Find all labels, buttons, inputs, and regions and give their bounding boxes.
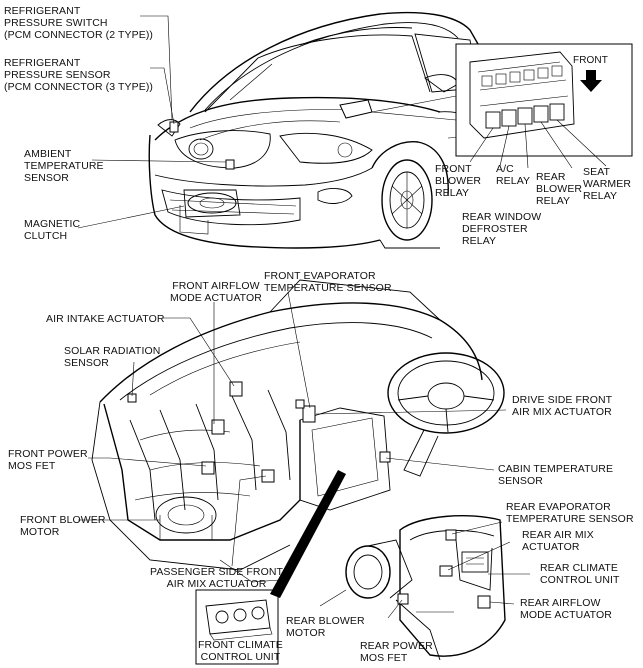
rear-airflow-mode-actuator-label: REAR AIRFLOW MODE ACTUATOR — [520, 597, 612, 621]
front-climate-control-unit-label: FRONT CLIMATE CONTROL UNIT — [198, 639, 283, 663]
rear-power-mos-fet-label: REAR POWER MOS FET — [360, 640, 433, 664]
front-power-mos-fet-label: FRONT POWER MOS FET — [8, 448, 88, 472]
relay-box-inset — [371, 43, 633, 169]
rear-blower-motor-label: REAR BLOWER MOTOR — [286, 615, 365, 639]
ac-relay-label: A/C RELAY — [496, 163, 531, 187]
front-direction-label: FRONT — [573, 55, 608, 66]
front-evaporator-temperature-sensor-label: FRONT EVAPORATOR TEMPERATURE SENSOR — [264, 270, 392, 294]
rear-hvac-unit — [345, 514, 506, 661]
dashboard-illustration — [91, 279, 505, 583]
rear-blower-relay-label: REAR BLOWER RELAY — [536, 171, 583, 207]
front-blower-motor-label: FRONT BLOWER MOTOR — [20, 514, 106, 538]
magnetic-clutch-label: MAGNETIC CLUTCH — [24, 218, 81, 242]
cabin-temperature-sensor-label: CABIN TEMPERATURE SENSOR — [498, 463, 614, 487]
front-airflow-mode-actuator-label: FRONT AIRFLOW MODE ACTUATOR — [170, 280, 262, 304]
rear-climate-control-unit-label: REAR CLIMATE CONTROL UNIT — [540, 562, 620, 586]
air-intake-actuator-label: AIR INTAKE ACTUATOR — [46, 313, 165, 325]
refrigerant-pressure-sensor-label: REFRIGERANT PRESSURE SENSOR (PCM CONNECT… — [4, 57, 154, 93]
rear-evaporator-temperature-sensor-label: REAR EVAPORATOR TEMPERATURE SENSOR — [506, 501, 634, 525]
front-climate-control-inset — [195, 470, 346, 665]
refrigerant-pressure-switch-label: REFRIGERANT PRESSURE SWITCH (PCM CONNECT… — [4, 5, 154, 41]
solar-radiation-sensor-label: SOLAR RADIATION SENSOR — [64, 345, 161, 369]
ambient-temperature-sensor-label: AMBIENT TEMPERATURE SENSOR — [24, 148, 104, 184]
car-illustration — [148, 11, 486, 249]
passenger-side-front-air-mix-actuator-label: PASSENGER SIDE FRONT AIR MIX ACTUATOR — [150, 566, 284, 590]
rear-window-defroster-relay-label: REAR WINDOW DEFROSTER RELAY — [462, 211, 542, 247]
seat-warmer-relay-label: SEAT WARMER RELAY — [583, 166, 632, 202]
drive-side-front-air-mix-actuator-label: DRIVE SIDE FRONT AIR MIX ACTUATOR — [512, 394, 613, 418]
rear-air-mix-actuator-label: REAR AIR MIX ACTUATOR — [522, 529, 594, 553]
front-blower-relay-label: FRONT BLOWER RELAY — [435, 163, 482, 199]
